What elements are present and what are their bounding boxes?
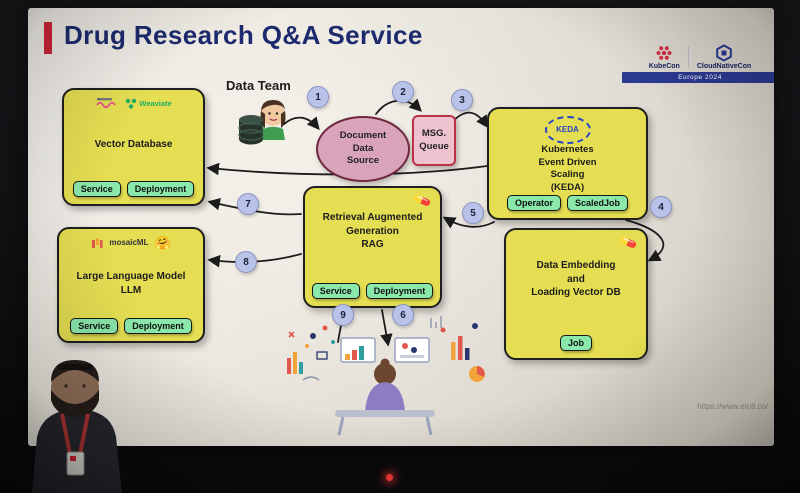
llm-logos: mosaicML 🤗 [91,235,171,250]
pill-icon: 💊 [411,190,433,211]
keda-node: KEDA Kubernetes Event Driven Scaling (KE… [487,107,648,220]
document-data-source-title: Document Data Source [339,130,387,167]
data-team-avatar-icon [238,100,286,145]
msg-queue-title: MSG. Queue [419,128,449,152]
step-circle-2: 2 [392,81,414,103]
data-embedding-node: 💊 Data Embedding and Loading Vector DB J… [504,228,648,360]
vector-db-logos: Weaviate [95,97,172,109]
llm-node: mosaicML 🤗 Large Language Model LLM Serv… [57,227,205,343]
step-circle-4: 4 [650,196,672,218]
rag-resources: Service Deployment [311,283,434,299]
step-circle-7: 7 [237,193,259,215]
huggingface-icon: 🤗 [154,235,171,250]
mosaicml-label: mosaicML [109,238,149,247]
weaviate-icon [126,98,137,109]
footer-url: https://www.elotl.co/ [697,402,768,411]
vector-database-node: Weaviate Vector Database Service Deploym… [62,88,205,206]
analytics-user-illustration [283,308,488,440]
vector-db-resources: Service Deployment [72,181,195,197]
keda-logo-icon: KEDA [544,116,591,144]
rag-node: 💊 Retrieval Augmented Generation RAG Ser… [303,186,442,308]
data-team-label: Data Team [226,78,291,93]
msg-queue-node: MSG. Queue [412,115,456,166]
step-circle-3: 3 [451,89,473,111]
event-badge: KubeCon CloudNativeCon Europe 2024 [622,44,774,83]
arrow-queue-to-keda [451,111,489,129]
slide-title: Drug Research Q&A Service [64,20,423,50]
data-team-avatar [235,98,293,148]
cloudnativecon-icon [716,44,732,62]
keda-logo-text: KEDA [556,125,579,135]
speaker-figure [32,360,122,493]
title-accent-bar [44,22,52,54]
cloudnativecon-logo: CloudNativeCon [697,44,751,70]
step-circle-5: 5 [462,202,484,224]
operator-chip: Operator [506,195,561,211]
embedding-resources: Job [559,335,592,351]
vector-database-title: Vector Database [94,139,173,151]
llm-title: Large Language Model LLM [76,271,186,296]
job-chip: Job [559,335,592,351]
weaviate-logo: Weaviate [125,97,172,109]
deployment-chip: Deployment [126,181,195,197]
kubecon-logo: KubeCon [649,44,680,70]
data-embedding-title: Data Embedding and Loading Vector DB [531,260,621,298]
keda-resources: Operator ScaledJob [506,195,629,211]
kubecon-icon [656,46,672,60]
cloudnativecon-label: CloudNativeCon [696,63,752,70]
service-chip: Service [70,318,119,334]
badge-divider [687,46,689,68]
step-circle-1: 1 [307,86,329,108]
event-edition: Europe 2024 [622,72,774,83]
service-chip: Service [72,181,121,197]
service-chip: Service [311,283,360,299]
llm-resources: Service Deployment [70,318,192,334]
document-data-source-node: Document Data Source [316,116,410,182]
keda-title: Kubernetes Event Driven Scaling (KEDA) [538,143,597,194]
scaledjob-chip: ScaledJob [566,195,629,211]
podium-light [386,474,393,481]
analytics-user-illustration-icon [287,316,485,436]
speaker-silhouette [12,352,142,493]
deployment-chip: Deployment [124,318,192,334]
kubecon-label: KubeCon [648,63,680,70]
deployment-chip: Deployment [365,283,434,299]
weaviate-label: Weaviate [139,98,172,108]
rag-title: Retrieval Augmented Generation RAG [322,212,423,250]
pill-icon: 💊 [617,232,639,253]
mosaicml-icon [92,237,103,248]
faiss-logo-icon [96,98,116,109]
event-logos: KubeCon CloudNativeCon [622,44,774,70]
step-circle-8: 8 [235,251,257,273]
arrow-source-to-queue [375,98,422,115]
